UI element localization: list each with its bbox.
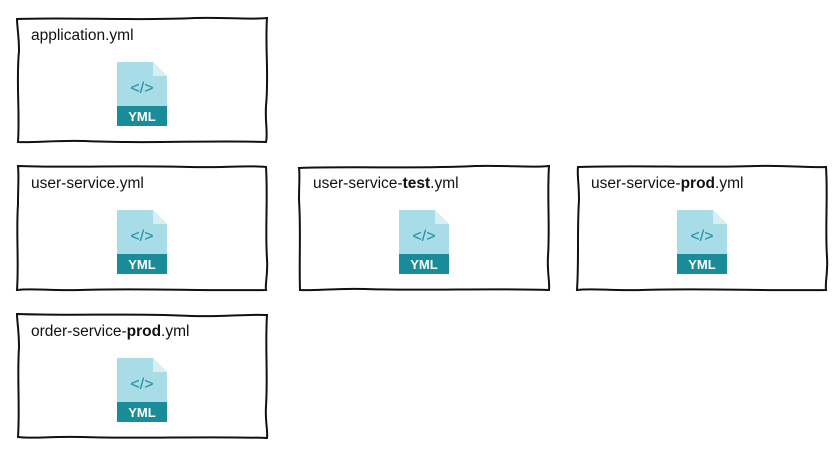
code-glyph: </> (130, 228, 153, 245)
sketchy-frame (575, 164, 829, 292)
card-title: user-service-test.yml (313, 175, 459, 192)
card-title: application.yml (31, 27, 134, 44)
sketchy-frame (15, 164, 269, 292)
yml-label: YML (128, 257, 156, 272)
yml-file-icon: </> YML (395, 208, 451, 276)
config-card-user-service-test: user-service-test.yml </> YML (297, 164, 551, 292)
yml-file-icon: </> YML (673, 208, 729, 276)
yml-label: YML (688, 257, 716, 272)
yml-label: YML (128, 405, 156, 420)
config-card-application: application.yml </> YML (15, 16, 269, 144)
yml-file-icon: </> YML (113, 60, 169, 128)
yml-label: YML (128, 109, 156, 124)
code-glyph: </> (130, 376, 153, 393)
card-title: user-service.yml (31, 175, 144, 192)
yml-label: YML (410, 257, 438, 272)
sketchy-frame (297, 164, 551, 292)
config-card-user-service-prod: user-service-prod.yml </> YML (575, 164, 829, 292)
code-glyph: </> (412, 228, 435, 245)
yml-file-icon: </> YML (113, 356, 169, 424)
code-glyph: </> (690, 228, 713, 245)
yml-file-icon: </> YML (113, 208, 169, 276)
code-glyph: </> (130, 80, 153, 97)
sketchy-frame (15, 16, 269, 144)
card-title: user-service-prod.yml (591, 175, 744, 192)
config-card-user-service: user-service.yml </> YML (15, 164, 269, 292)
sketchy-frame (15, 312, 269, 440)
config-card-order-service-prod: order-service-prod.yml </> YML (15, 312, 269, 440)
card-title: order-service-prod.yml (31, 323, 190, 340)
